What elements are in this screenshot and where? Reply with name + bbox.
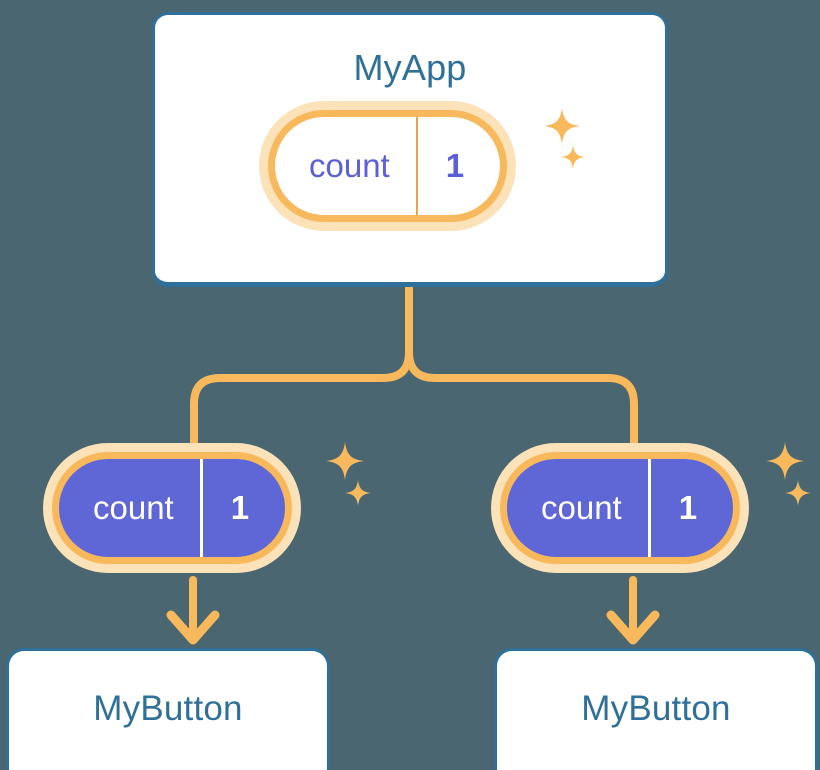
mybutton-title: MyButton xyxy=(581,689,731,728)
mybutton-title: MyButton xyxy=(93,689,243,728)
myapp-title: MyApp xyxy=(353,47,467,88)
state-value: 1 xyxy=(647,459,733,557)
state-value: 1 xyxy=(415,117,500,215)
sparkle-icon xyxy=(785,480,811,506)
state-key: count xyxy=(309,147,390,184)
sparkle-icon xyxy=(345,480,371,506)
state-value: 1 xyxy=(199,459,285,557)
state-pill-myapp[interactable]: count 1 xyxy=(268,110,508,222)
arrow-head-right xyxy=(606,610,660,645)
mybutton-card-left[interactable]: MyButton xyxy=(6,648,330,770)
state-pill-child-left[interactable]: count 1 xyxy=(52,452,293,564)
mybutton-card-right[interactable]: MyButton xyxy=(494,648,818,770)
state-key: count xyxy=(93,489,174,526)
sparkle-icon xyxy=(326,442,364,480)
sparkle-icon xyxy=(766,442,804,480)
state-pill-child-right[interactable]: count 1 xyxy=(500,452,741,564)
state-key: count xyxy=(541,489,622,526)
arrow-head-left xyxy=(166,610,220,645)
